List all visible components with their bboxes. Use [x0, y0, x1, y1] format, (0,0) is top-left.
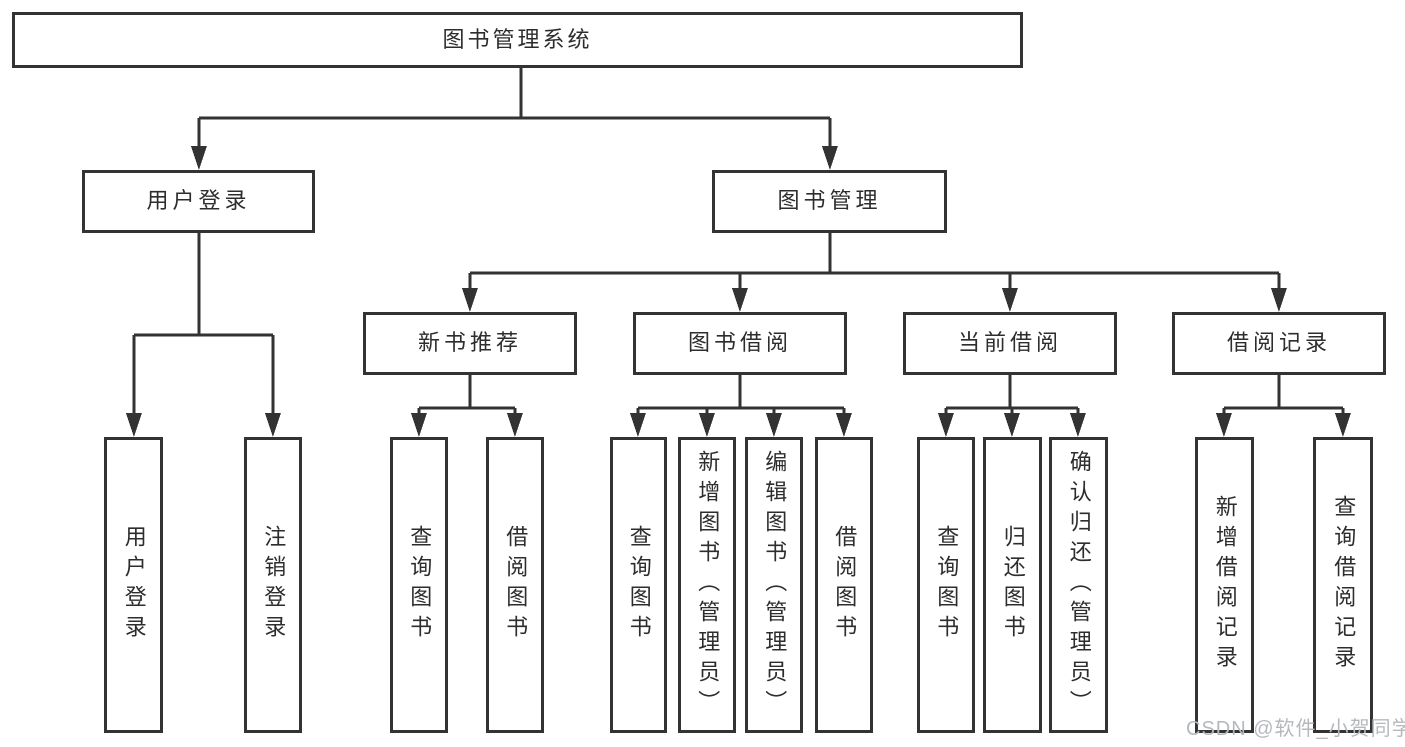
connector-root-to-level2 — [191, 68, 838, 170]
node-book-mgmt: 图书管理 — [712, 170, 947, 233]
leaf-records-add-record: 新增借阅记录 — [1195, 437, 1254, 733]
leaf-borrow-borrow-book: 借阅图书 — [815, 437, 873, 733]
leaf-user-login: 用户登录 — [104, 437, 163, 733]
leaf-current-confirm-return-admin: 确认归还（管理员） — [1049, 437, 1108, 733]
leaf-logout: 注销登录 — [244, 437, 302, 733]
leaf-borrow-query-book: 查询图书 — [610, 437, 667, 733]
connector-current-to-leaves — [938, 375, 1086, 437]
node-user-login: 用户登录 — [82, 170, 315, 233]
leaf-current-query-book: 查询图书 — [917, 437, 975, 733]
leaf-borrow-add-book-admin: 新增图书（管理员） — [678, 437, 736, 733]
node-new-book-recommend: 新书推荐 — [363, 312, 577, 375]
leaf-records-query-record: 查询借阅记录 — [1313, 437, 1373, 733]
connector-book-mgmt-to-level3 — [462, 233, 1287, 312]
connector-records-to-leaves — [1216, 375, 1351, 437]
csdn-watermark: CSDN @软件_小贺同学 — [1186, 718, 1405, 740]
connector-recommend-to-leaves — [411, 375, 523, 437]
node-current-borrow: 当前借阅 — [903, 312, 1117, 375]
leaf-recommend-query-book: 查询图书 — [390, 437, 448, 733]
node-root-library-mgmt-system: 图书管理系统 — [12, 12, 1023, 68]
connector-user-login-to-leaves — [126, 233, 281, 437]
node-book-borrow: 图书借阅 — [633, 312, 847, 375]
leaf-current-return-book: 归还图书 — [983, 437, 1042, 733]
leaf-recommend-borrow-book: 借阅图书 — [486, 437, 544, 733]
connector-borrow-to-leaves — [630, 375, 852, 437]
node-borrow-records: 借阅记录 — [1172, 312, 1386, 375]
leaf-borrow-edit-book-admin: 编辑图书（管理员） — [745, 437, 803, 733]
